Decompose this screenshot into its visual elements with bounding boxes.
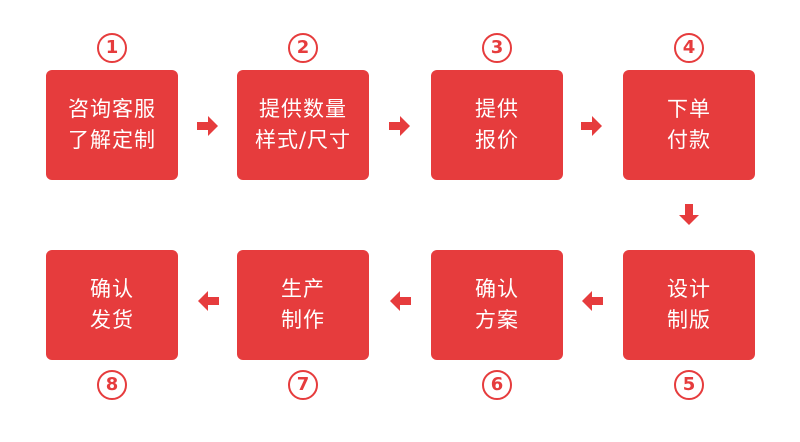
step-5-line1: 设计: [667, 277, 711, 301]
step-1-box: 咨询客服 了解定制: [46, 70, 178, 180]
step-4-line2: 付款: [667, 128, 711, 152]
arrow-right-icon: [581, 116, 602, 136]
arrow-right-icon: [389, 116, 410, 136]
step-8-line2: 发货: [90, 308, 134, 332]
step-1-number: 1: [97, 33, 127, 63]
step-2-number: 2: [288, 33, 318, 63]
step-3-line1: 提供: [475, 97, 519, 121]
step-4-number: 4: [674, 33, 704, 63]
step-2-line2: 样式/尺寸: [254, 128, 352, 152]
step-6-line2: 方案: [475, 308, 519, 332]
step-4-line1: 下单: [667, 97, 711, 121]
step-8-number: 8: [97, 370, 127, 400]
step-7-line1: 生产: [281, 277, 325, 301]
step-8-line1: 确认: [90, 277, 134, 301]
step-7-box: 生产 制作: [237, 250, 369, 360]
arrow-right-icon: [197, 116, 218, 136]
step-5-number: 5: [674, 370, 704, 400]
step-2-line1: 提供数量: [259, 97, 347, 121]
step-6-number: 6: [482, 370, 512, 400]
step-7-number: 7: [288, 370, 318, 400]
arrow-left-icon: [390, 291, 411, 311]
step-6-box: 确认 方案: [431, 250, 563, 360]
arrow-left-icon: [582, 291, 603, 311]
step-5-box: 设计 制版: [623, 250, 755, 360]
step-3-line2: 报价: [475, 128, 519, 152]
step-8-box: 确认 发货: [46, 250, 178, 360]
step-7-line2: 制作: [281, 308, 325, 332]
step-1-line2: 了解定制: [68, 128, 156, 152]
step-3-box: 提供 报价: [431, 70, 563, 180]
arrow-down-icon: [679, 204, 699, 225]
step-4-box: 下单 付款: [623, 70, 755, 180]
arrow-left-icon: [198, 291, 219, 311]
step-5-line2: 制版: [667, 308, 711, 332]
step-3-number: 3: [482, 33, 512, 63]
step-6-line1: 确认: [475, 277, 519, 301]
step-2-box: 提供数量 样式/尺寸: [237, 70, 369, 180]
step-1-line1: 咨询客服: [68, 97, 156, 121]
